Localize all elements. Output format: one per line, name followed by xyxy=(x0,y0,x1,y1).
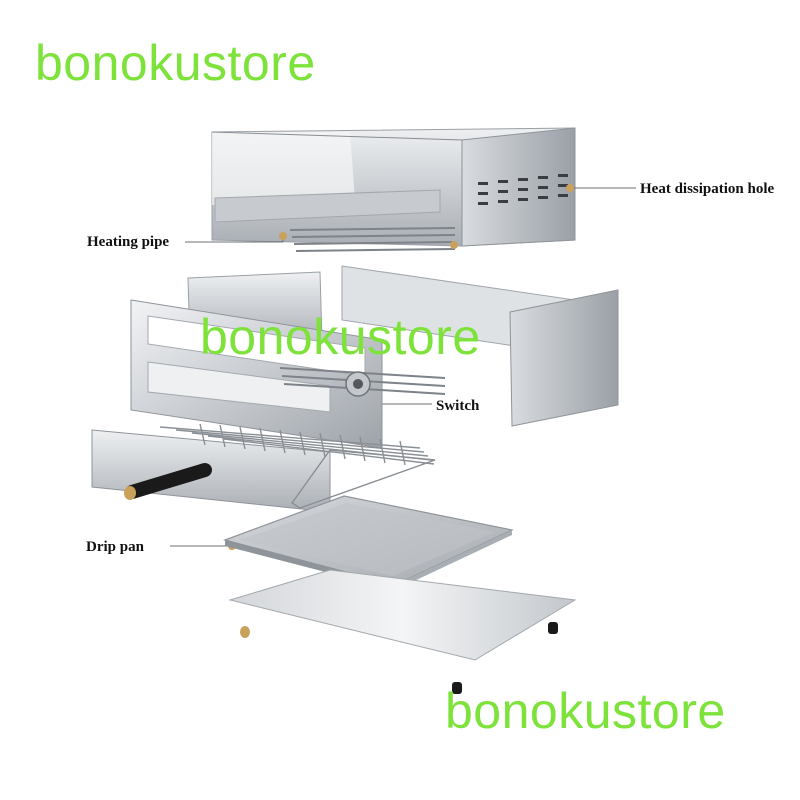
callout-heating-pipe: Heating pipe xyxy=(87,234,170,250)
rack-handle xyxy=(124,463,212,500)
callout-switch: Switch xyxy=(436,398,480,414)
drip-pan xyxy=(223,495,514,590)
base-plate xyxy=(228,569,577,694)
callout-drip-pan: Drip pan xyxy=(86,539,144,555)
watermark-top: bonokustore xyxy=(35,35,316,91)
grill-body xyxy=(130,265,619,449)
switch-knob xyxy=(345,371,371,397)
callout-leaders xyxy=(170,187,636,547)
base-feet xyxy=(240,622,558,694)
grill-rack xyxy=(91,423,436,513)
top-hood xyxy=(211,127,576,247)
watermark-middle: bonokustore xyxy=(200,309,481,365)
callout-heat-dissipation-hole: Heat dissipation hole xyxy=(640,181,775,197)
heat-dissipation-slots xyxy=(478,174,568,205)
heating-pipe xyxy=(289,227,456,252)
watermark-bottom: bonokustore xyxy=(445,683,726,739)
